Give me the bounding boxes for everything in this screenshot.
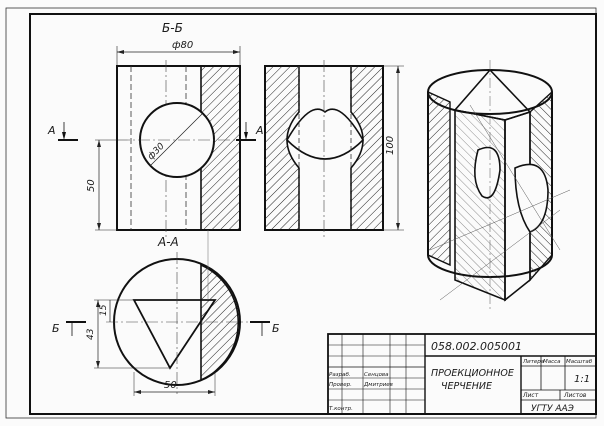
dim-43: 43 — [86, 328, 96, 340]
front-view: Б-Б ф80 ф30 50 А А — [47, 21, 264, 238]
header-mass: Масса — [543, 359, 561, 365]
sheets-label: Листов — [563, 392, 587, 399]
section-bb-title: Б-Б — [162, 21, 183, 35]
top-view: А-А 43 15 50 Б Б — [52, 230, 280, 396]
dim-height-left: 50 — [86, 179, 97, 192]
name-1: Сенцова — [364, 372, 389, 378]
sheet-label: Лист — [522, 392, 539, 399]
row-tkontr: Т.контр. — [329, 406, 353, 412]
title-line-1: ПРОЕКЦИОННОЕ — [431, 368, 514, 379]
name-2: Дмитриев — [363, 382, 393, 388]
dim-diameter-label: ф80 — [172, 40, 193, 51]
side-view: 100 — [264, 60, 404, 238]
title-block: 058.002.005001 ПРОЕКЦИОННОЕ ЧЕРЧЕНИЕ Лит… — [327, 333, 597, 415]
dim-15: 15 — [99, 304, 109, 316]
title-line-2: ЧЕРЧЕНИЕ — [441, 381, 492, 392]
doc-number: 058.002.005001 — [431, 340, 522, 353]
dim-bottom-50: 50 — [164, 380, 177, 391]
header-lit: Литера — [522, 359, 545, 365]
group-label: УГТУ ААЭ — [531, 404, 575, 414]
section-aa-title: А-А — [157, 235, 179, 249]
isometric-view — [427, 60, 571, 310]
cut-a-right: А — [255, 124, 264, 137]
header-scale: Масштаб — [566, 359, 593, 365]
scale-value: 1:1 — [574, 374, 590, 385]
row-razrab: Разраб. — [329, 372, 351, 378]
row-prov: Провер. — [329, 382, 352, 388]
cut-b-left: Б — [52, 322, 60, 335]
inner-frame — [29, 13, 597, 415]
dim-height-right: 100 — [385, 136, 396, 155]
cut-b-right: Б — [272, 322, 280, 335]
cut-a-left: А — [47, 124, 56, 137]
